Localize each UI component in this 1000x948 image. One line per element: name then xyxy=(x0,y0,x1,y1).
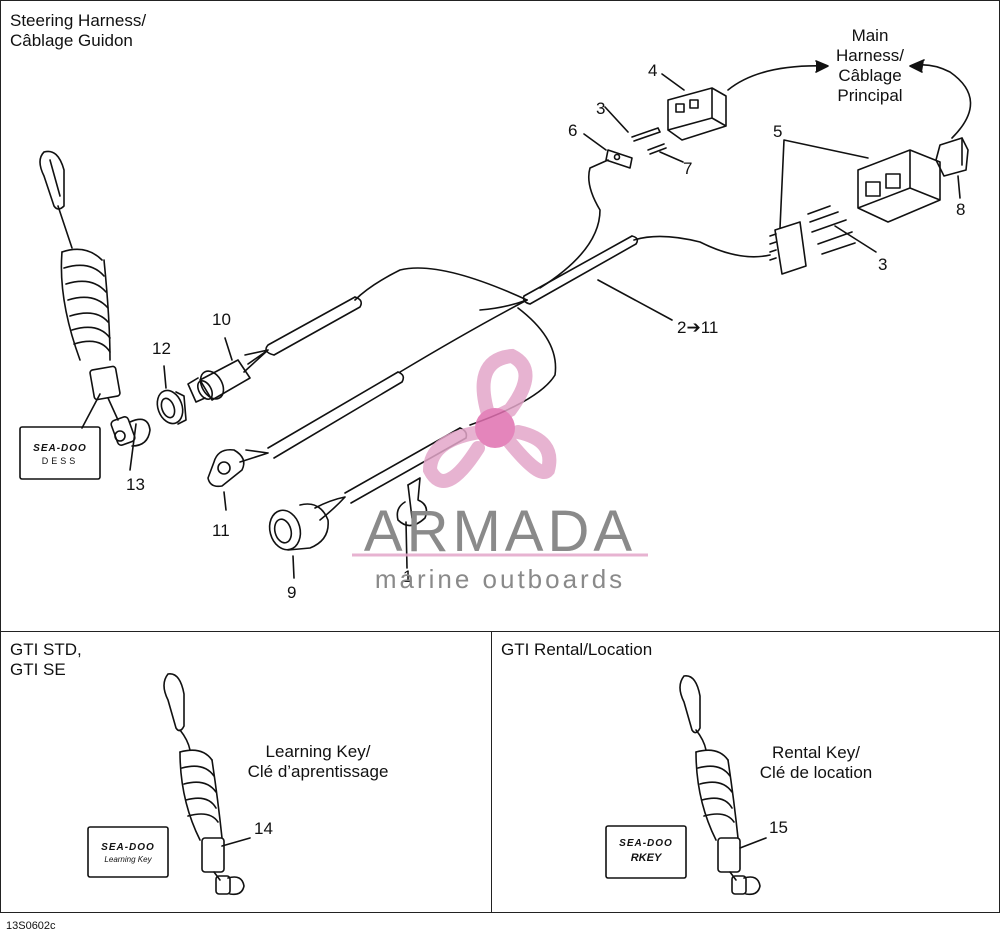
part-number-3-upper: 3 xyxy=(596,99,606,118)
part-number-5: 5 xyxy=(773,122,783,141)
part-number-3-lower: 3 xyxy=(878,255,888,274)
part-number-12: 12 xyxy=(152,339,171,358)
learning-key-tag-brand: SEA-DOO xyxy=(101,842,155,853)
watermark-logo xyxy=(352,348,648,557)
dess-tag-sub: DESS xyxy=(41,456,79,466)
pin-3-upper xyxy=(631,127,661,142)
terminal-11 xyxy=(207,448,245,488)
connector-5-wire-end xyxy=(774,221,807,275)
sleeve-10 xyxy=(265,296,362,356)
part-number-10: 10 xyxy=(212,310,231,329)
connector-10 xyxy=(199,359,251,401)
main-panel-title: Steering Harness/ Câblage Guidon xyxy=(10,11,147,50)
part-number-15: 15 xyxy=(769,818,788,837)
trunk-sleeve xyxy=(522,235,639,305)
part-number-9: 9 xyxy=(287,583,297,602)
part-number-13: 13 xyxy=(126,475,145,494)
part-number-7: 7 xyxy=(683,159,693,178)
dess-tag xyxy=(19,426,101,480)
part-number-14: 14 xyxy=(254,819,273,838)
clip-6 xyxy=(605,149,633,169)
rental-key-tag-brand: SEA-DOO xyxy=(619,838,673,849)
part-number-2-11: 2➔11 xyxy=(677,318,719,337)
part-number-6: 6 xyxy=(568,121,578,140)
part-number-11: 11 xyxy=(212,521,230,540)
learning-key-lanyard xyxy=(163,673,251,896)
rental-key-lanyard xyxy=(679,675,767,896)
part-number-4: 4 xyxy=(648,61,658,80)
dess-tag-brand: SEA-DOO xyxy=(33,443,87,454)
rental-key-tag xyxy=(605,825,687,879)
pin-7 xyxy=(647,143,667,155)
bracket-8 xyxy=(935,137,969,177)
part-number-8: 8 xyxy=(956,200,966,219)
ring-12 xyxy=(156,389,184,425)
rental-key-tag-sub: RKEY xyxy=(630,852,662,864)
sleeve-11 xyxy=(267,371,405,459)
main-harness-label: Main Harness/ Câblage Principal xyxy=(835,26,905,105)
learning-key-label: Learning Key/ Clé d’aprentissage xyxy=(247,742,389,781)
connector-4 xyxy=(667,87,727,141)
gti-std-title: GTI STD, GTI SE xyxy=(10,640,82,679)
tie-strap-1 xyxy=(396,477,428,527)
learning-key-tag xyxy=(87,826,169,878)
dess-lanyard xyxy=(39,150,151,447)
arrow-from-4 xyxy=(727,65,827,91)
figure-code: 13S0602c xyxy=(6,920,56,932)
rental-key-label: Rental Key/ Clé de location xyxy=(759,743,873,782)
learning-key-tag-sub: Learning Key xyxy=(104,855,152,864)
pins-3-lower xyxy=(807,205,856,255)
watermark-name: ARMADA xyxy=(363,499,637,564)
connector-9 xyxy=(287,503,329,551)
gti-rental-title: GTI Rental/Location xyxy=(501,640,653,659)
connector-5-housing xyxy=(857,149,941,223)
part-number-1: 1 xyxy=(403,567,413,586)
watermark-tagline: marine outboards xyxy=(374,564,626,594)
arrow-from-8 xyxy=(911,64,972,139)
